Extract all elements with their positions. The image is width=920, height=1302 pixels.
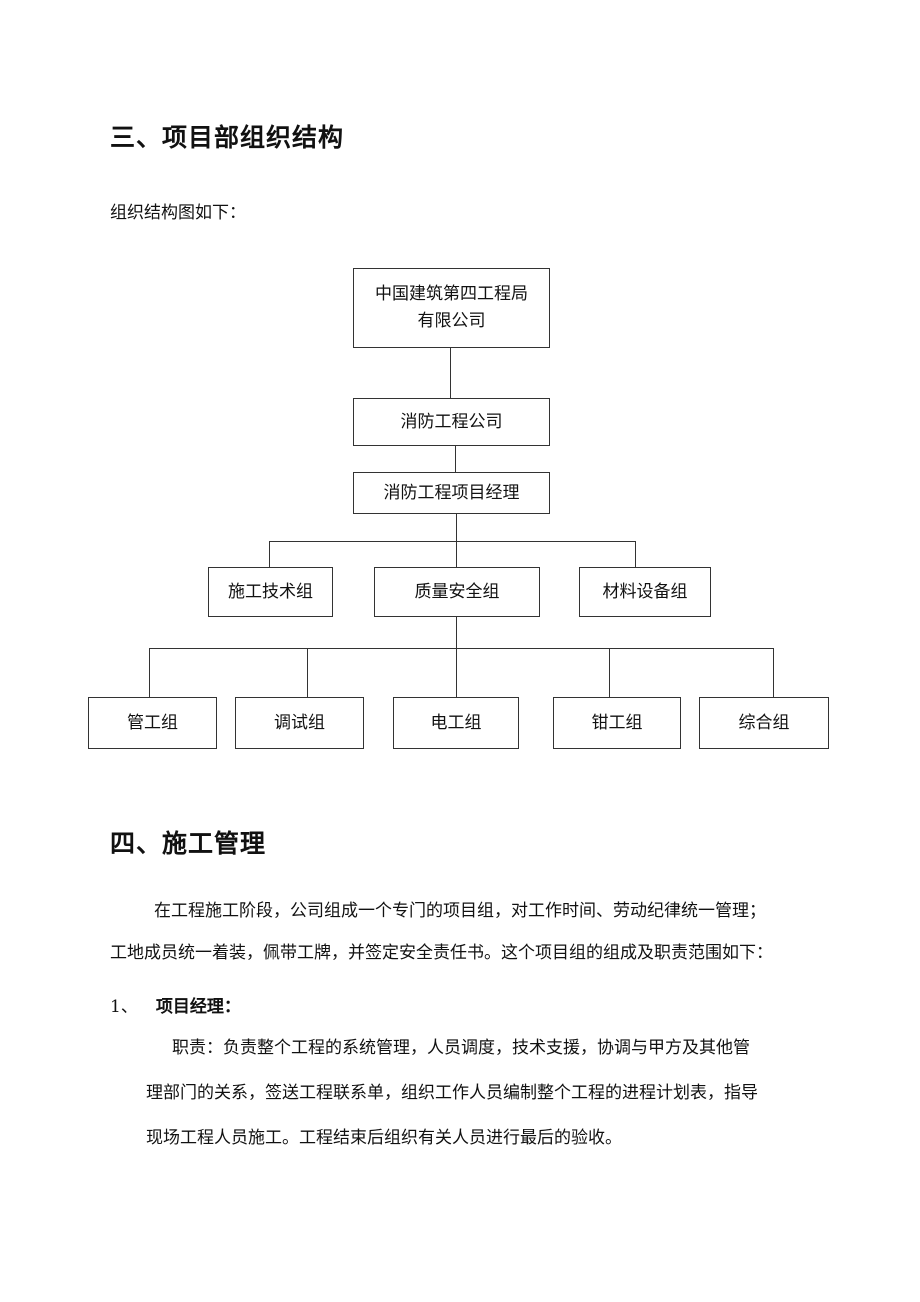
connector-line (773, 648, 774, 697)
org-node-team: 综合组 (699, 697, 829, 749)
connector-line (455, 446, 456, 472)
org-node-company: 消防工程公司 (353, 398, 550, 446)
org-node-team: 管工组 (88, 697, 217, 749)
org-node-manager-label: 消防工程项目经理 (383, 482, 520, 503)
connector-line (456, 541, 457, 567)
org-chart-intro: 组织结构图如下： (110, 203, 246, 223)
org-node-group-label: 施工技术组 (228, 581, 313, 602)
org-node-team: 调试组 (235, 697, 364, 749)
list-item-title: 项目经理： (155, 997, 241, 1017)
org-node-group-label: 质量安全组 (414, 581, 500, 602)
connector-line (450, 348, 451, 398)
org-node-team-label: 调试组 (274, 712, 325, 733)
connector-line (269, 541, 636, 542)
org-node-team: 电工组 (393, 697, 519, 749)
org-node-root-line2: 有限公司 (417, 311, 486, 331)
org-node-root-line1: 中国建筑第四工程局 (375, 284, 528, 304)
duty-line: 理部门的关系，签送工程联系单，组织工作人员编制整个工程的进程计划表，指导 (146, 1083, 758, 1103)
org-node-group-label: 材料设备组 (602, 581, 688, 602)
body-paragraph-line: 工地成员统一着装，佩带工牌，并签定安全责任书。这个项目组的组成及职责范围如下： (110, 943, 773, 963)
connector-line (456, 617, 457, 648)
org-node-root: 中国建筑第四工程局 有限公司 (353, 268, 550, 348)
connector-line (456, 648, 457, 697)
org-node-group: 质量安全组 (374, 567, 540, 617)
org-node-manager: 消防工程项目经理 (353, 472, 550, 514)
connector-line (149, 648, 150, 697)
connector-line (635, 541, 636, 567)
body-paragraph-line: 在工程施工阶段，公司组成一个专门的项目组，对工作时间、劳动纪律统一管理； (154, 901, 766, 921)
org-node-group: 施工技术组 (208, 567, 333, 617)
org-node-team-label: 钳工组 (591, 712, 643, 733)
connector-line (307, 648, 308, 697)
connector-line (149, 648, 773, 649)
org-node-team: 钳工组 (553, 697, 681, 749)
org-node-team-label: 电工组 (430, 712, 482, 733)
section-4-heading: 四、施工管理 (110, 829, 267, 858)
connector-line (269, 541, 270, 567)
connector-line (456, 514, 457, 541)
list-item-number: 1、 (110, 997, 138, 1017)
duty-line: 现场工程人员施工。工程结束后组织有关人员进行最后的验收。 (146, 1128, 622, 1148)
org-node-team-label: 管工组 (127, 712, 178, 733)
org-node-company-label: 消防工程公司 (400, 411, 503, 432)
org-node-group: 材料设备组 (579, 567, 711, 617)
connector-line (609, 648, 610, 697)
duty-line: 职责：负责整个工程的系统管理，人员调度，技术支援，协调与甲方及其他管 (172, 1038, 750, 1058)
org-node-team-label: 综合组 (738, 712, 790, 733)
list-item-project-manager: 1、项目经理： (110, 992, 241, 1017)
section-3-heading: 三、项目部组织结构 (110, 123, 345, 152)
